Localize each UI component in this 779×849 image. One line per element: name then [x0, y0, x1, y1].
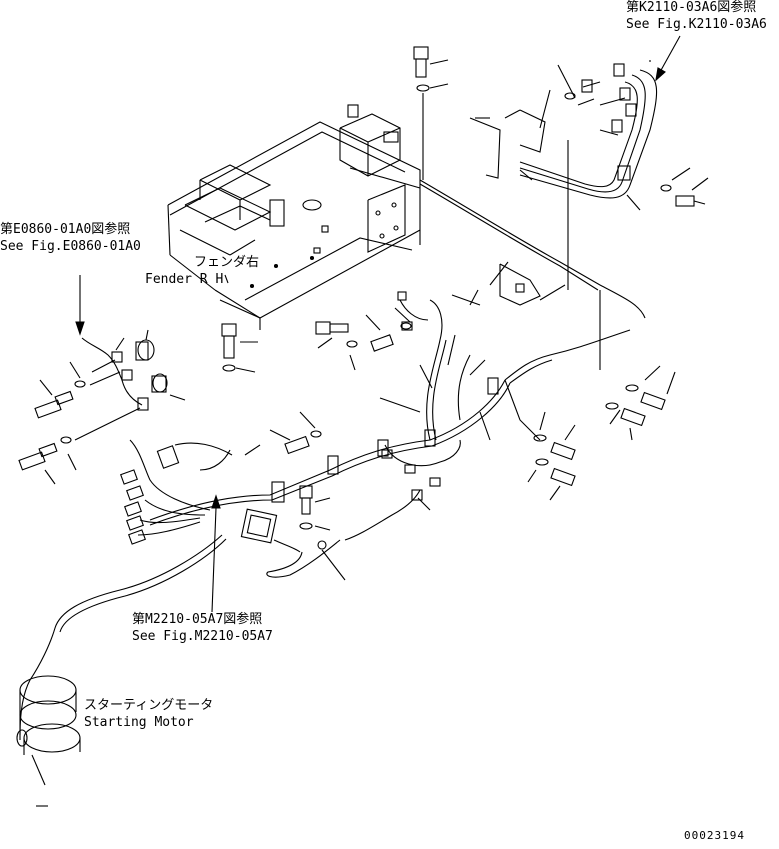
bolts-right: [527, 365, 676, 501]
figure-number: 00023194: [684, 829, 745, 842]
reference-e0860-en: See Fig.E0860-01A0: [0, 239, 141, 254]
starting-motor-drawing: [16, 675, 81, 807]
fender-label-jp: フェンダ右: [194, 255, 260, 270]
arrow-top-right: [655, 35, 681, 82]
arrow-bottom-reference: [211, 494, 221, 613]
reference-m2210-en: See Fig.M2210-05A7: [132, 629, 273, 644]
starting-motor-cable: [19, 489, 431, 736]
bolts-center: [221, 307, 412, 531]
bolt-top-center: [413, 46, 449, 180]
starting-motor-label-jp: スターティングモータ: [84, 698, 214, 713]
fender-frame: [167, 104, 421, 330]
reference-k2110-jp: 第K2110-03A6図参照: [626, 0, 757, 15]
reference-k2110-en: See Fig.K2110-03A6: [626, 17, 767, 32]
fender-label-en: Fender R H: [145, 272, 224, 287]
left-components: [18, 275, 186, 485]
cable-right: [419, 179, 646, 370]
hose-assembly-right: [469, 60, 709, 290]
starting-motor-label-en: Starting Motor: [84, 715, 194, 730]
reference-m2210-jp: 第M2210-05A7図参照: [132, 612, 263, 627]
reference-e0860-jp: 第E0860-01A0図参照: [0, 222, 131, 237]
main-harness: [120, 291, 631, 545]
